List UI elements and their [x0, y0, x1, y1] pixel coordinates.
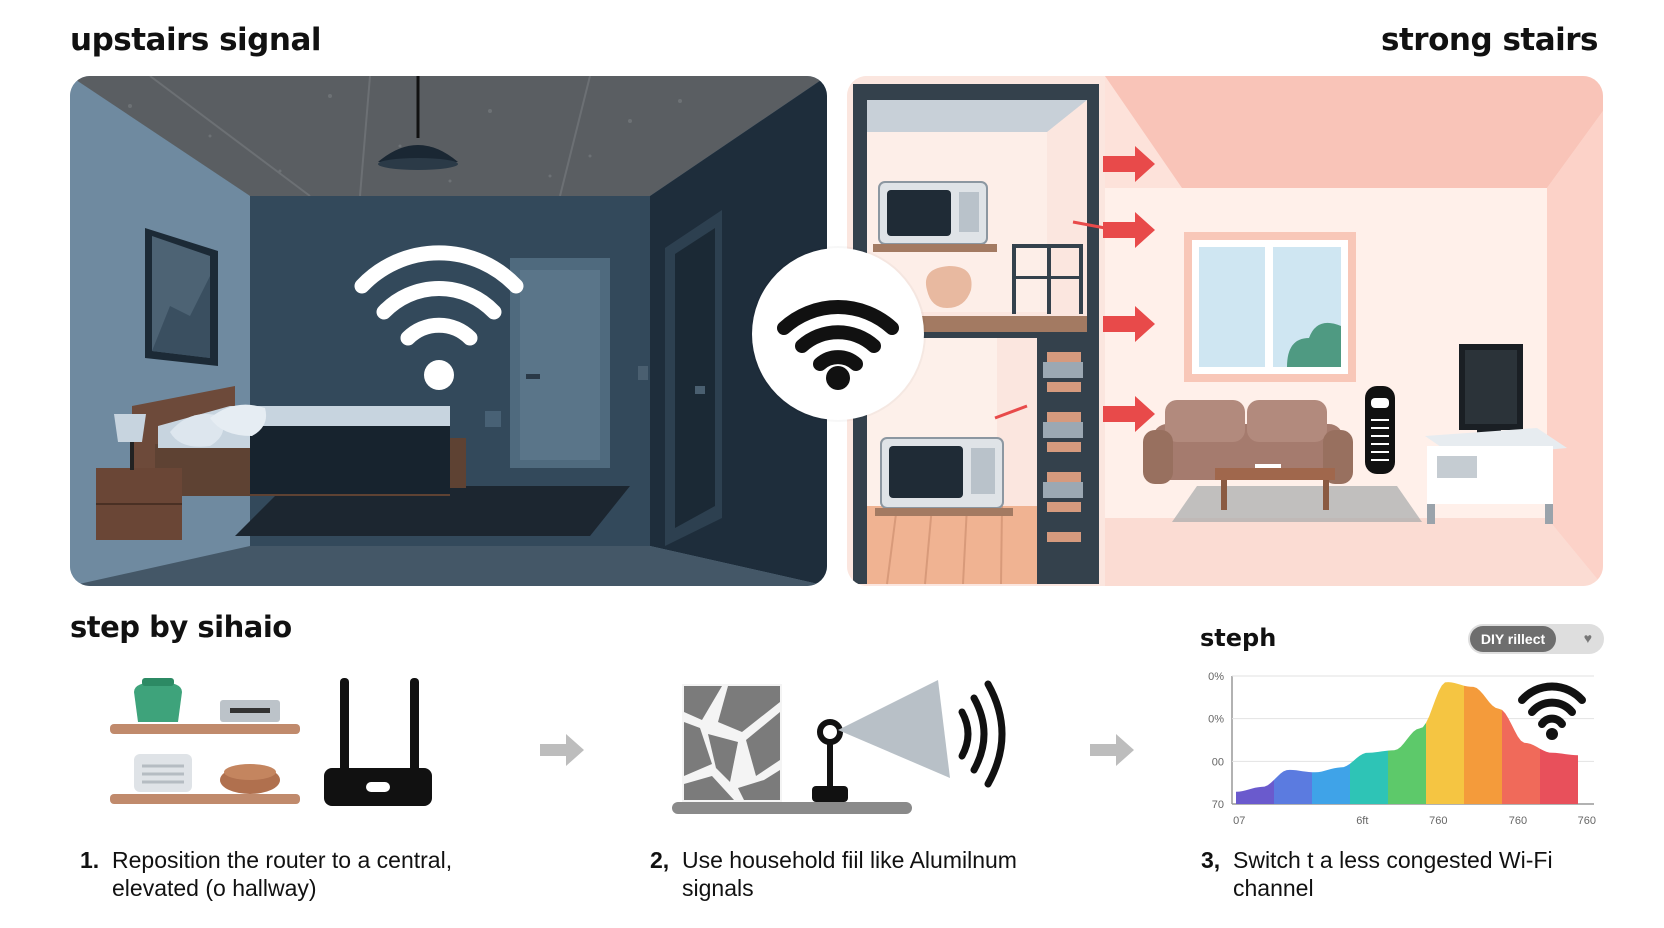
- wifi-icon: [1518, 682, 1586, 740]
- microwave-icon: [878, 181, 988, 245]
- upstairs-heading: upstairs signal: [70, 22, 322, 58]
- central-wifi-badge: [752, 248, 924, 420]
- channel-band: [1464, 685, 1502, 804]
- channel-band: [1426, 682, 1464, 804]
- router-icon: [324, 678, 432, 806]
- wifi-icon: [354, 245, 524, 390]
- step-1-caption: 1. Reposition the router to a central, e…: [80, 846, 500, 902]
- microwave-icon: [880, 437, 1004, 509]
- step-3-number: 3,: [1201, 847, 1221, 873]
- channel-band: [1388, 722, 1426, 804]
- steps-heading: step by sihaio: [70, 610, 292, 644]
- x-tick-label: 6ft: [1356, 815, 1368, 827]
- channel-band: [1312, 763, 1350, 804]
- upstairs-bedroom-illustration: [70, 76, 827, 586]
- step-arrow-icon: [1090, 734, 1134, 766]
- channel-band: [1502, 709, 1540, 804]
- channel-band: [1236, 779, 1274, 804]
- step-1-number: 1.: [80, 847, 100, 873]
- step-3-text: Switch t a less congested Wi-Fi channel: [1233, 847, 1553, 901]
- reposition-router-illustration: [108, 672, 438, 808]
- chart-title: steph: [1200, 624, 1277, 652]
- heart-icon: ♥: [1583, 630, 1592, 646]
- y-tick-label: 0%: [1208, 714, 1224, 726]
- step-arrow-icon: [540, 734, 584, 766]
- diy-toggle-label: DIY rillect: [1470, 626, 1556, 652]
- aluminum-reflector-illustration: [672, 672, 1012, 814]
- y-tick-label: 0%: [1208, 671, 1224, 683]
- step-2-caption: 2, Use household fiil like Alumilnum sig…: [650, 846, 1070, 902]
- step-3-caption: 3, Switch t a less congested Wi-Fi chann…: [1201, 846, 1621, 902]
- channel-congestion-chart: 0% 0% 00 70 07 6ft 760 760 760: [1196, 664, 1610, 830]
- x-tick-label: 760: [1429, 815, 1447, 827]
- x-tick-label: 760: [1509, 815, 1527, 827]
- x-tick-label: 760: [1578, 815, 1596, 827]
- strong-stairs-heading: strong stairs: [1381, 22, 1598, 58]
- strong-stairs-illustration: [847, 76, 1603, 586]
- speaker-icon: [1365, 386, 1395, 474]
- channel-band: [1274, 769, 1312, 804]
- channel-band: [1350, 750, 1388, 804]
- x-tick-label: 07: [1233, 815, 1245, 827]
- tv-icon: [1425, 344, 1567, 524]
- step-2-number: 2,: [650, 847, 670, 873]
- step-1-text: Reposition the router to a central, elev…: [112, 847, 453, 901]
- y-tick-label: 70: [1212, 799, 1224, 811]
- wifi-icon: [777, 300, 899, 390]
- channel-band: [1540, 748, 1578, 804]
- step-2-text: Use household fiil like Alumilnum signal…: [682, 847, 1017, 901]
- y-tick-label: 00: [1212, 756, 1224, 768]
- diy-reflect-toggle[interactable]: DIY rillect ♥: [1468, 624, 1604, 654]
